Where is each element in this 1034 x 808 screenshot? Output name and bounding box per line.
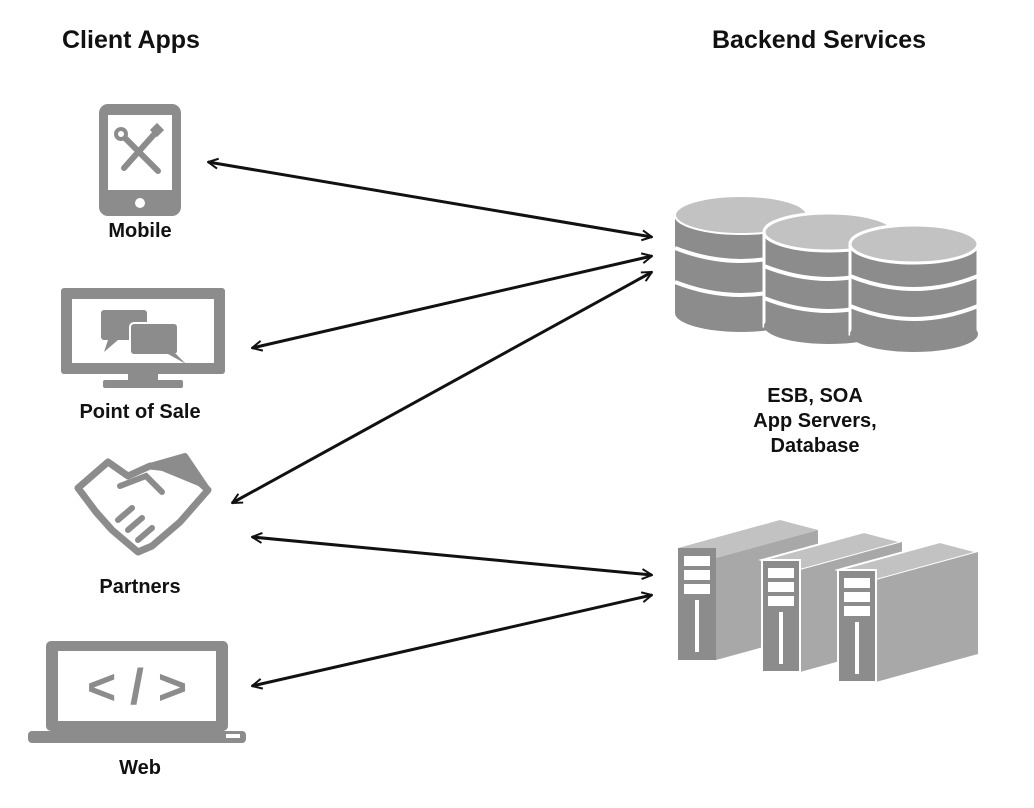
connector-mobile-database: [208, 162, 652, 237]
backend-description: ESB, SOA App Servers, Database: [730, 384, 900, 459]
handshake-icon: [74, 453, 212, 556]
tablet-tools-icon: [99, 104, 181, 216]
database-stack-icon: [674, 195, 980, 352]
backend-note-line: ESB, SOA: [767, 385, 863, 407]
connector-web-servers: [252, 595, 652, 686]
mobile-label: Mobile: [108, 220, 172, 242]
connector-pos-database: [252, 256, 652, 348]
laptop-code-icon: < / >: [28, 641, 246, 743]
backend-services-heading: Backend Services: [712, 26, 927, 54]
server-rack-icon: [678, 520, 982, 683]
backend-note-line: Database: [770, 435, 860, 457]
point-of-sale-label: Point of Sale: [79, 401, 201, 423]
partners-label: Partners: [99, 576, 181, 598]
web-label: Web: [119, 757, 161, 779]
connector-partners-database: [232, 270, 652, 505]
client-apps-heading: Client Apps: [62, 26, 200, 54]
connector-partners-servers: [252, 537, 652, 575]
monitor-chat-icon: [61, 288, 225, 388]
backend-note-line: App Servers,: [753, 410, 877, 432]
svg-text:< / >: < / >: [87, 659, 187, 715]
